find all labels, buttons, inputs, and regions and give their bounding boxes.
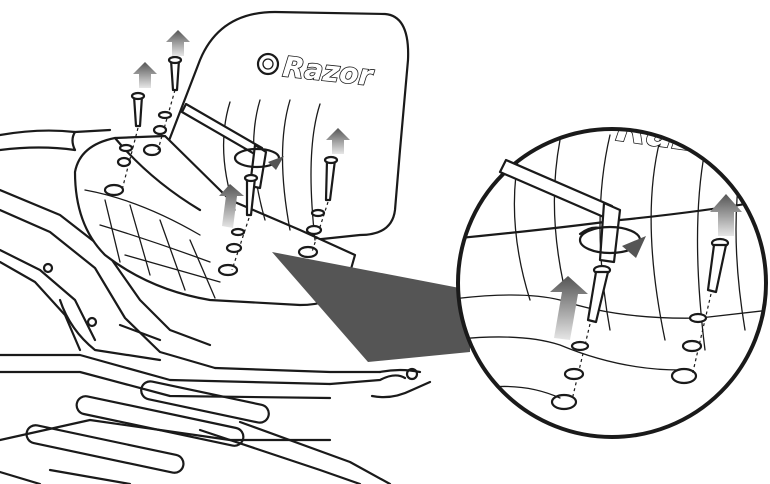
hex-key-icon (498, 158, 622, 264)
bolt-set-front-right (217, 173, 259, 277)
detail-view: Razor (456, 127, 768, 439)
bolt-set-rear-left (142, 55, 183, 157)
up-arrow-icon (166, 30, 190, 56)
kart-frame (0, 128, 432, 484)
bolt-set-rear-right (297, 155, 339, 259)
rotation-arrow-icon (233, 147, 284, 170)
up-arrow-icon (550, 276, 588, 340)
bolt-set-front-left (103, 91, 146, 197)
floor-slots (25, 380, 270, 474)
up-arrow-icon (219, 184, 244, 228)
callout-wedge (272, 252, 470, 362)
up-arrow-icon (133, 62, 157, 88)
up-arrow-icon (326, 128, 350, 154)
bolt-set-detail-right (670, 237, 730, 385)
bolt-set-detail-left (550, 264, 612, 411)
rotation-arrow-icon (578, 225, 646, 258)
up-arrow-icon (710, 194, 742, 236)
